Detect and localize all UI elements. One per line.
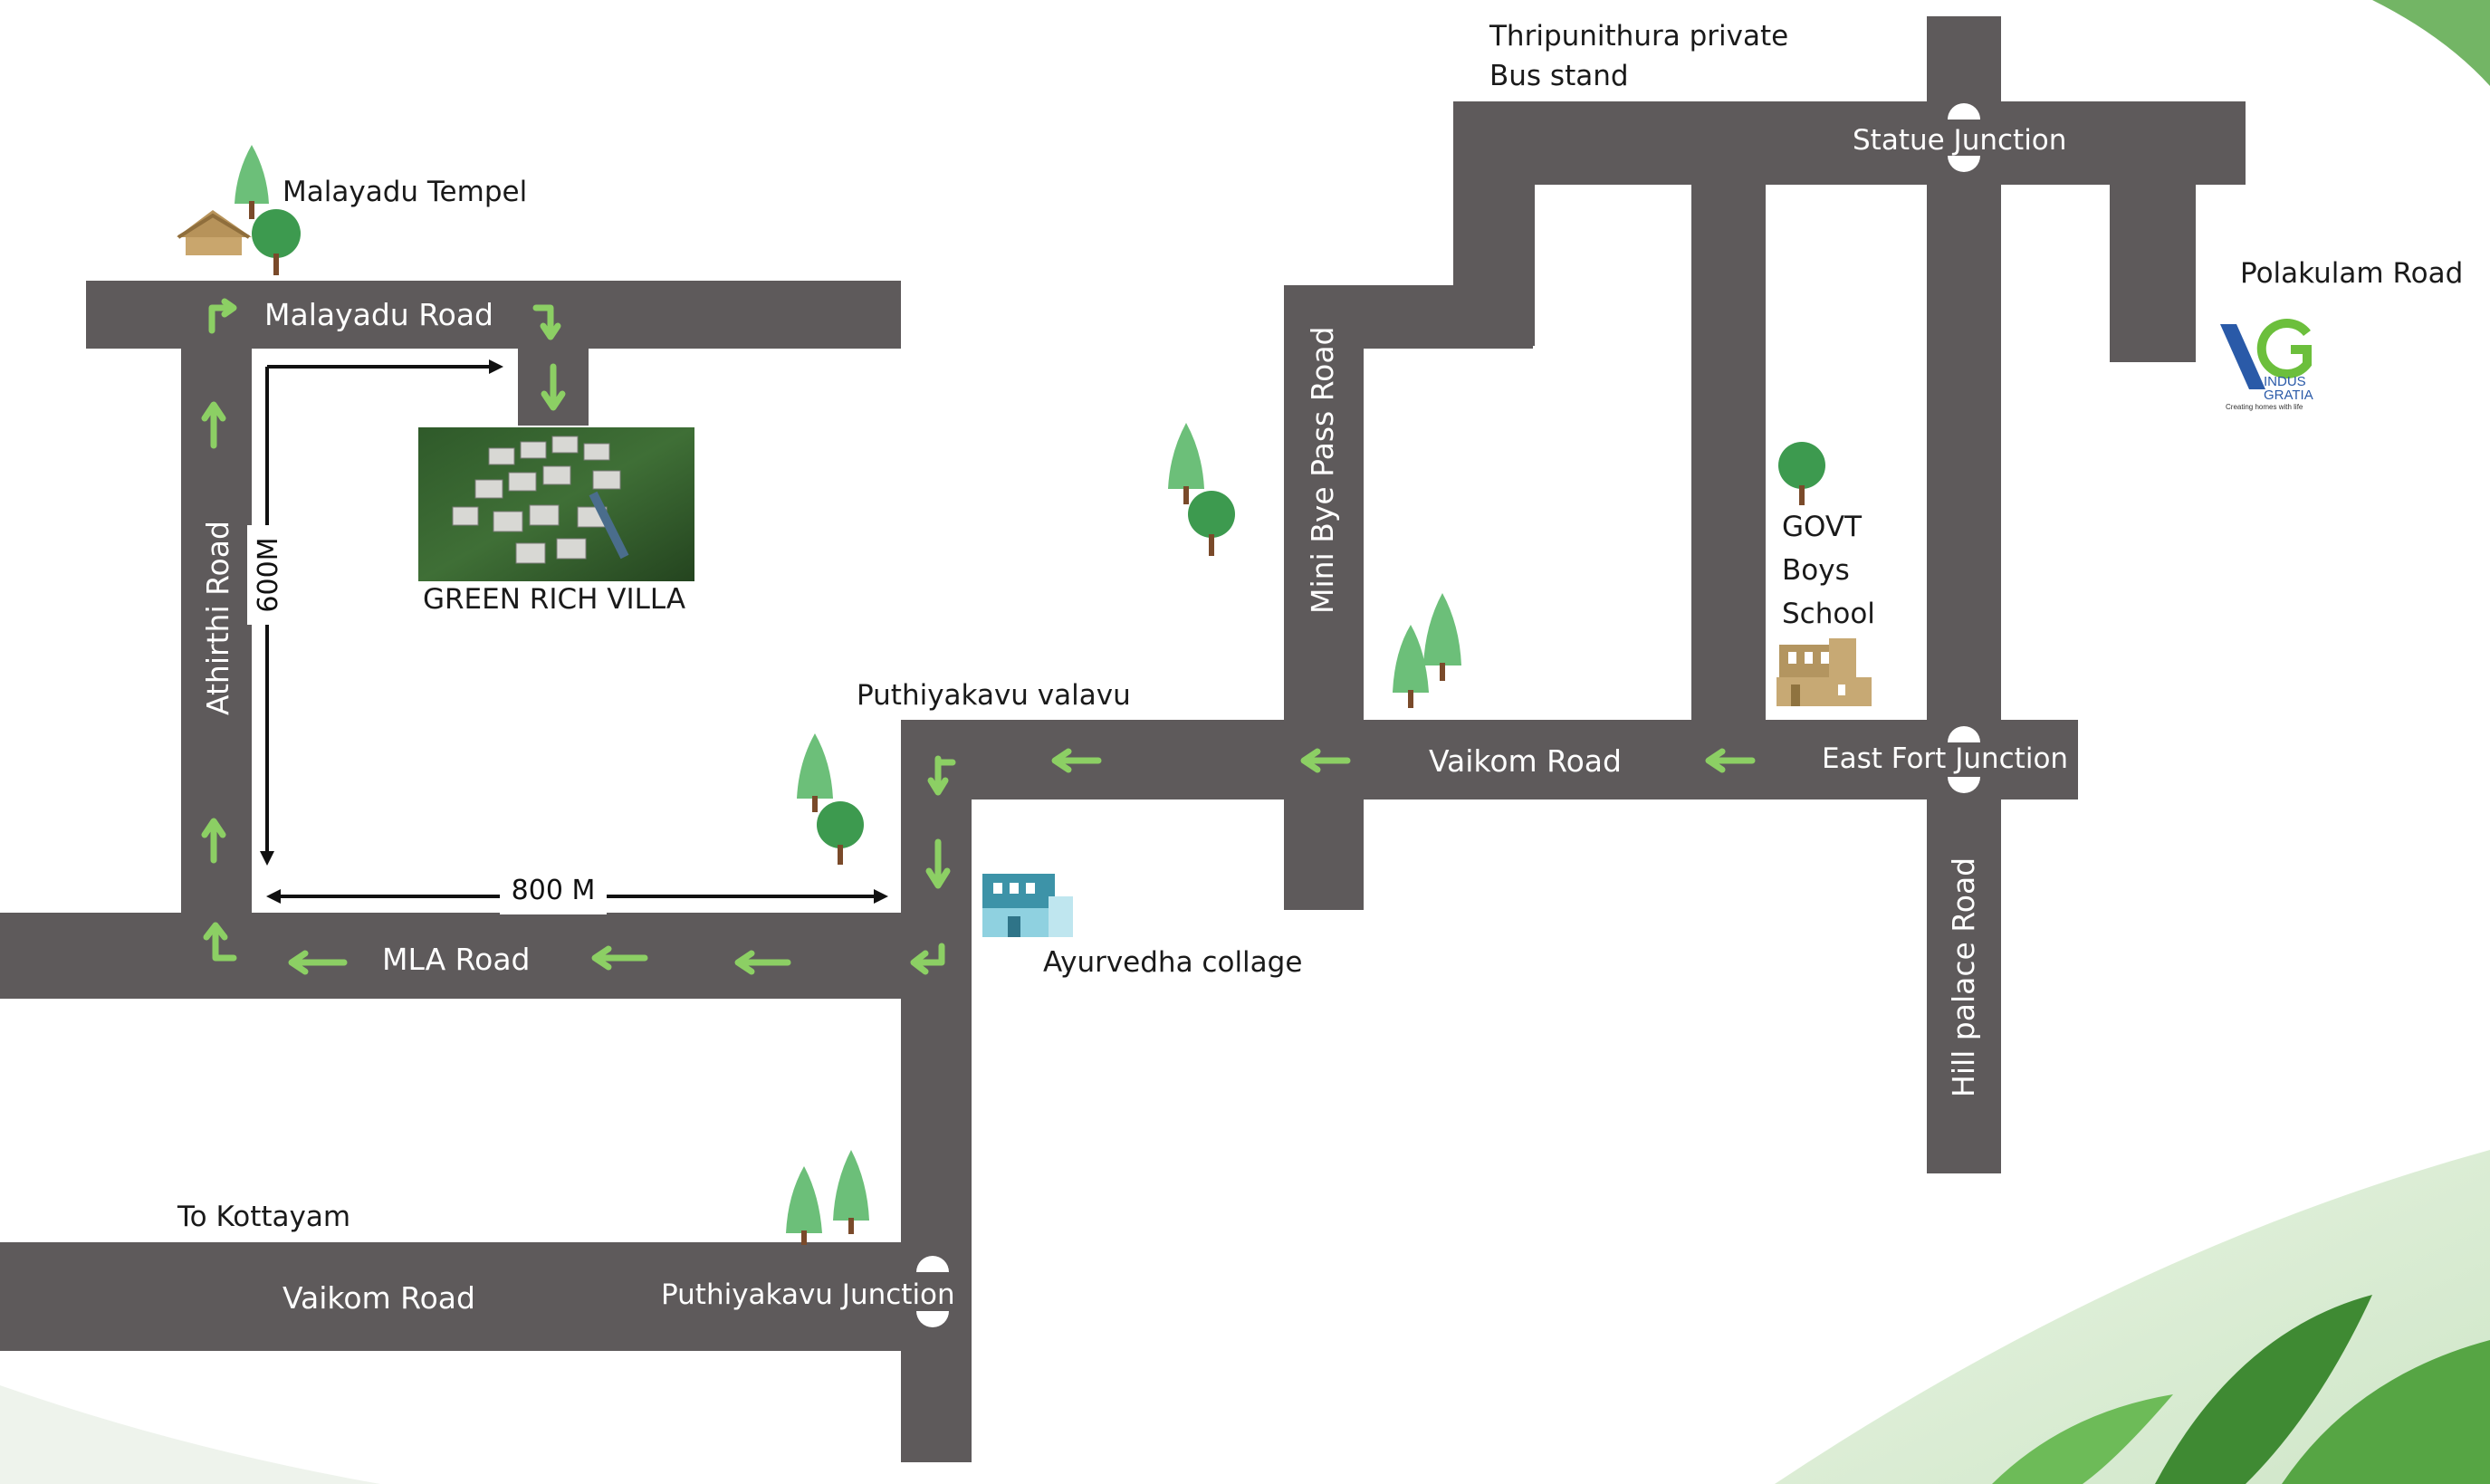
logo-brand-line2: GRATIA bbox=[2264, 388, 2313, 403]
brand-logo: INDUS GRATIA Creating homes with life bbox=[2220, 319, 2313, 411]
tree-icon bbox=[1393, 593, 1461, 708]
logo-brand-line1: INDUS bbox=[2264, 374, 2306, 389]
road-label-athirthi: Athirthi Road bbox=[200, 521, 235, 715]
road-label-malayadu: Malayadu Road bbox=[264, 297, 493, 332]
distance-horizontal: 800 M bbox=[512, 875, 596, 906]
tree-icon bbox=[235, 145, 301, 275]
label-ayurvedha: Ayurvedha collage bbox=[1043, 946, 1302, 979]
junction-marker-icon bbox=[916, 103, 1980, 1327]
road-label-hill-palace: Hill palace Road bbox=[1946, 857, 1981, 1097]
temple-icon bbox=[177, 210, 252, 255]
label-school-1: GOVT bbox=[1782, 511, 1863, 543]
road-network bbox=[0, 16, 2246, 1462]
label-bus-stand-2: Bus stand bbox=[1489, 60, 1629, 92]
road-label-mla: MLA Road bbox=[382, 942, 531, 977]
label-school-3: School bbox=[1782, 598, 1875, 630]
road-label-mini-bye-pass: Mini Bye Pass Road bbox=[1305, 327, 1340, 615]
road-label-statue-junction: Statue Junction bbox=[1853, 124, 2066, 157]
label-temple: Malayadu Tempel bbox=[283, 176, 527, 208]
label-school-2: Boys bbox=[1782, 554, 1850, 587]
tree-icon bbox=[786, 1150, 869, 1245]
logo-tagline: Creating homes with life bbox=[2226, 403, 2303, 411]
building-icon bbox=[982, 874, 1073, 937]
tree-icon bbox=[797, 733, 864, 865]
villa-photo bbox=[418, 427, 694, 581]
school-icon bbox=[1777, 638, 1872, 706]
label-bus-stand-1: Thripunithura private bbox=[1489, 20, 1788, 53]
road-label-east-fort-junction: East Fort Junction bbox=[1822, 742, 2068, 775]
road-label-vaikom-upper: Vaikom Road bbox=[1429, 743, 1622, 779]
tree-icon bbox=[1168, 423, 1235, 556]
label-villa: GREEN RICH VILLA bbox=[423, 583, 685, 616]
direction-arrows bbox=[201, 298, 1756, 975]
label-to-kottayam: To Kottayam bbox=[177, 1201, 350, 1233]
road-label-vaikom-lower: Vaikom Road bbox=[283, 1280, 475, 1316]
distance-vertical: 600M bbox=[253, 537, 284, 612]
tree-icon bbox=[1778, 442, 1825, 505]
label-polakulam: Polakulam Road bbox=[2240, 257, 2463, 290]
road-label-puthiyakavu-junction: Puthiyakavu Junction bbox=[661, 1278, 955, 1311]
label-puthiyakavu-valavu: Puthiyakavu valavu bbox=[857, 679, 1131, 712]
